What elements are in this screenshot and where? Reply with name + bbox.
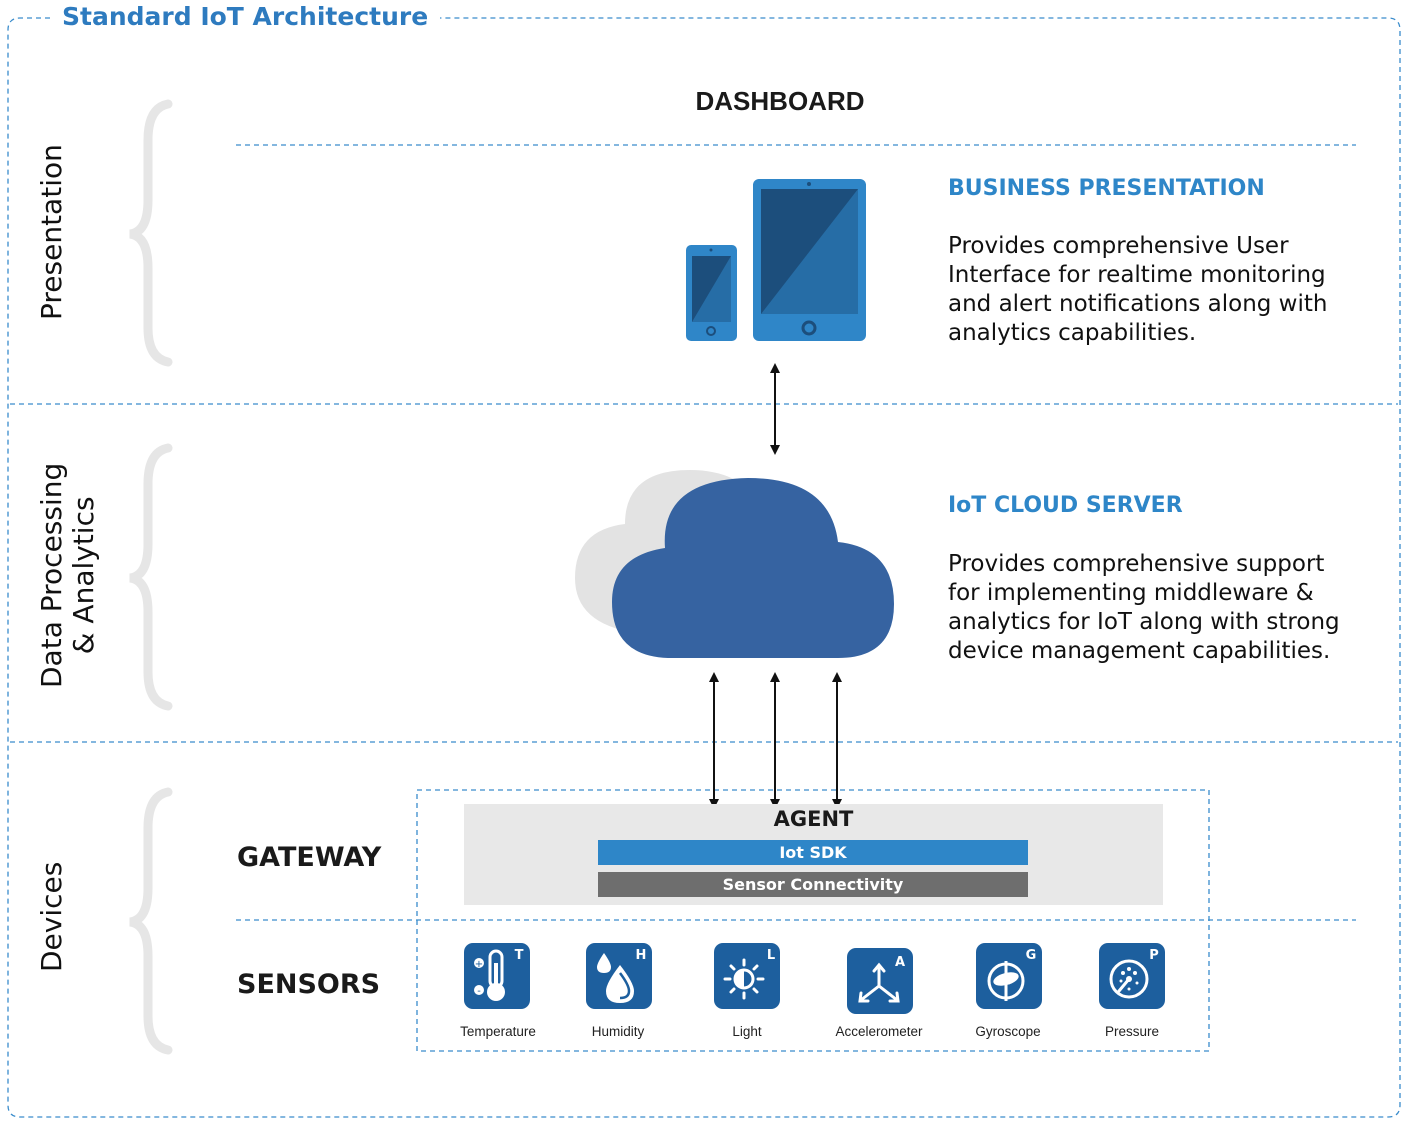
presentation-brace [129, 99, 173, 367]
business-presentation-desc-line: analytics capabilities. [948, 320, 1197, 346]
sun-icon: L [714, 943, 780, 1009]
svg-text:+: + [475, 959, 483, 970]
cloud-server-desc-line: analytics for IoT along with strong [948, 609, 1340, 635]
sensor-label-accelerometer: Accelerometer [835, 1024, 923, 1039]
iot-sdk-bar: Iot SDK [598, 840, 1028, 865]
cloud-icon [575, 470, 894, 658]
business-presentation-desc-line: and alert notifications along with [948, 291, 1328, 317]
cloud-server-heading: IoT CLOUD SERVER [948, 493, 1183, 518]
sensor-connectivity-bar: Sensor Connectivity [598, 872, 1028, 897]
phone-icon [686, 245, 737, 341]
sensor-label-gyroscope: Gyroscope [975, 1024, 1041, 1039]
tablet-icon [753, 179, 866, 341]
water-drop-icon: H [586, 943, 652, 1009]
axes-arrows-icon: A [847, 948, 913, 1014]
cloud-server-description: Provides comprehensive support for imple… [948, 550, 1368, 666]
layer-label-data-processing-line1: Data Processing [35, 462, 68, 688]
gyroscope-icon: G [976, 943, 1042, 1009]
layer-label-data-processing-line2: & Analytics [67, 496, 101, 655]
outer-frame [7, 17, 1401, 1118]
diagram-title: Standard IoT Architecture [62, 2, 441, 31]
sensor-label-pressure: Pressure [1104, 1024, 1160, 1039]
thermometer-icon: + - T [464, 943, 530, 1009]
layer-label-data-processing: Data Processing & Analytics [35, 462, 101, 688]
processing-brace [129, 443, 173, 711]
business-presentation-description: Provides comprehensive User Interface fo… [948, 232, 1368, 348]
business-presentation-desc-line: Interface for realtime monitoring [948, 262, 1326, 288]
gateway-label: GATEWAY [237, 842, 382, 873]
devices-brace [129, 787, 173, 1055]
cloud-server-desc-line: for implementing middleware & [948, 580, 1314, 606]
devices-box [416, 789, 1210, 1052]
sensor-letter: G [1026, 948, 1037, 963]
sensor-label-humidity: Humidity [591, 1024, 645, 1039]
cloud-server-desc-line: device management capabilities. [948, 638, 1331, 664]
sensor-letter: P [1149, 948, 1159, 963]
dashboard-title: DASHBOARD [695, 86, 865, 116]
sensor-label-light: Light [732, 1024, 762, 1039]
sensor-letter: H [636, 948, 647, 963]
pressure-gauge-icon: P [1099, 943, 1165, 1009]
sensor-letter: A [895, 955, 905, 970]
sensor-letter: L [767, 948, 775, 963]
layer-label-presentation: Presentation [35, 144, 68, 320]
layer-label-devices: Devices [35, 861, 68, 972]
svg-text:-: - [477, 986, 481, 997]
business-presentation-heading: BUSINESS PRESENTATION [948, 176, 1265, 201]
sensor-letter: T [515, 948, 524, 963]
sensors-label: SENSORS [237, 969, 381, 1000]
cloud-server-desc-line: Provides comprehensive support [948, 551, 1325, 577]
agent-title: AGENT [773, 807, 854, 831]
brace-group [129, 99, 173, 1055]
business-presentation-desc-line: Provides comprehensive User [948, 233, 1289, 259]
sensor-label-temperature: Temperature [460, 1024, 536, 1039]
